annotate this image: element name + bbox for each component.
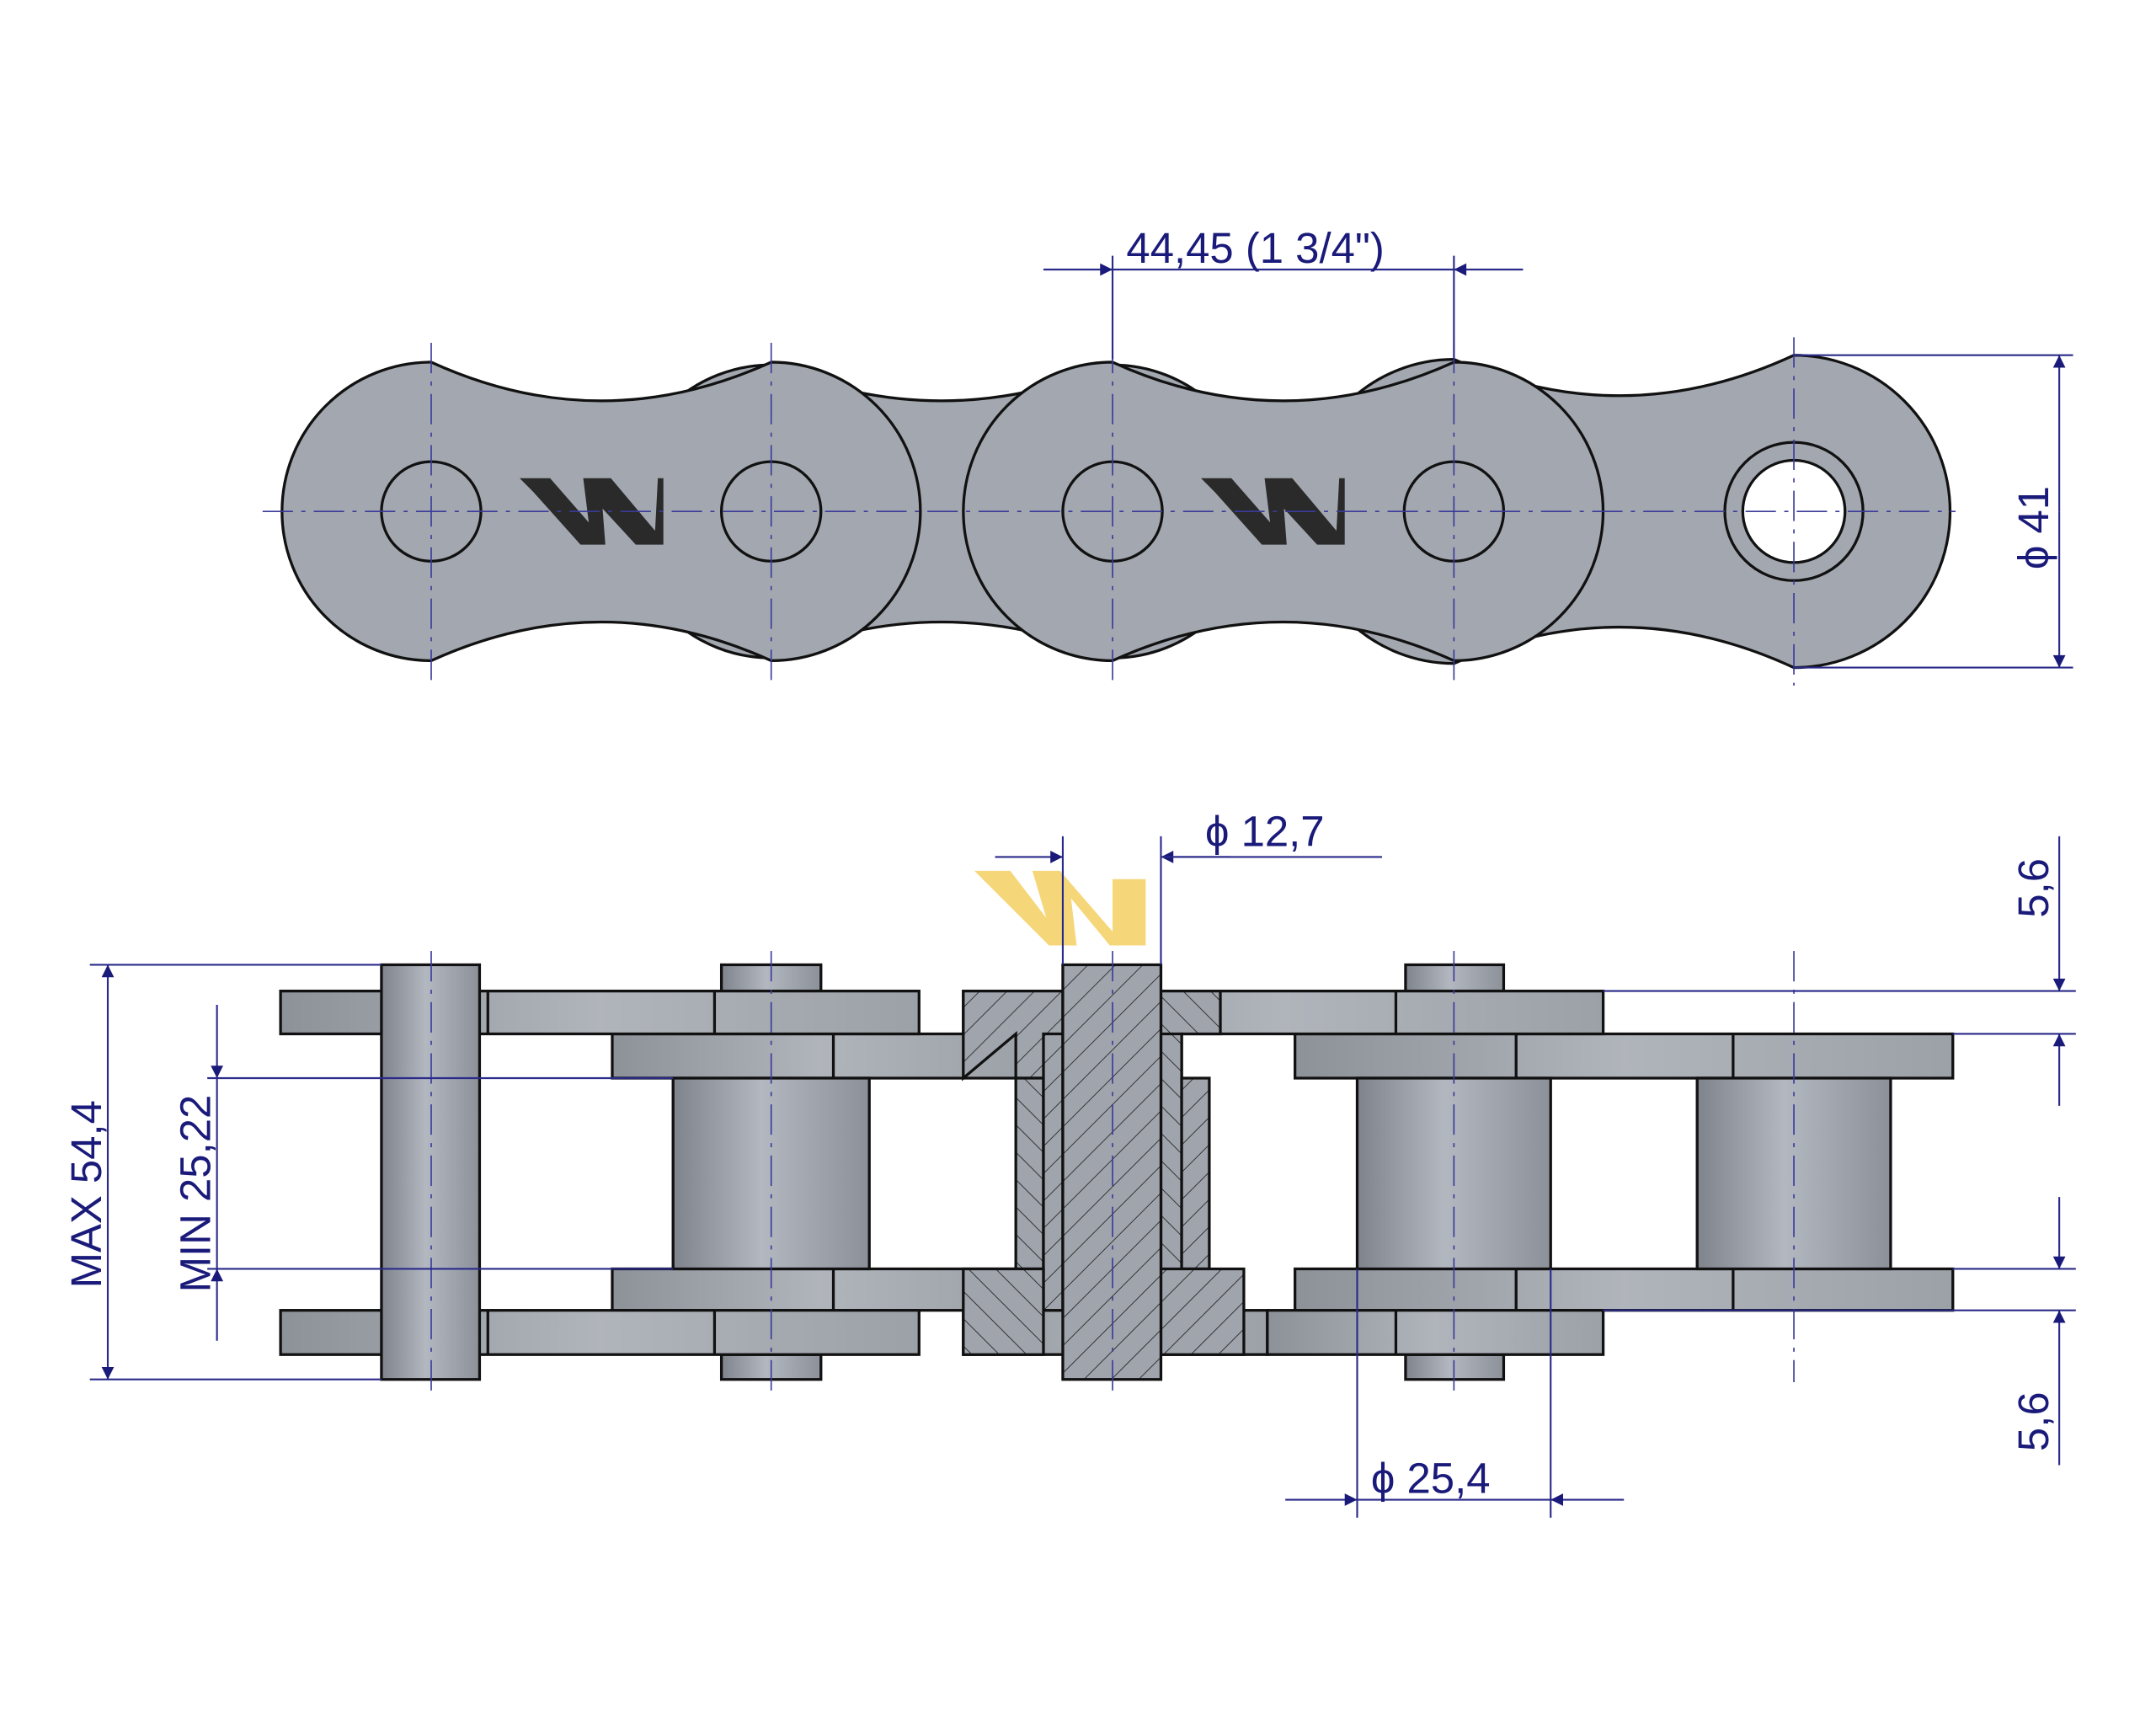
plate-thickness-top-label: 5,6 [2009,858,2057,918]
outer-plate [279,1309,921,1356]
inner-plate [1294,1032,1955,1080]
roller-diameter-label: ϕ 25,4 [1371,1454,1491,1502]
w-logo-yellow-icon [974,870,1146,946]
inner-plate [1294,1267,1955,1312]
outer-plate [1266,1309,1605,1356]
sectioned-link [962,963,1246,1381]
pitch-label: 44,45 (1 3/4") [1126,224,1384,272]
plate-height-dimension: ϕ 41 [1794,354,2073,669]
side-view: ϕ 12,7 ϕ 25,4 MAX 54,4 MIN 25,22 [62,807,2076,1518]
pin-diameter-label: ϕ 12,7 [1205,807,1325,855]
max-width-dimension: MAX 54,4 [62,964,382,1381]
max-width-label: MAX 54,4 [62,1100,110,1288]
roller-diameter-dimension: ϕ 25,4 [1285,1268,1625,1518]
plate-height-label: ϕ 41 [2009,486,2057,569]
pin-diameter-dimension: ϕ 12,7 [995,807,1383,965]
min-inner-width-label: MIN 25,22 [171,1095,219,1293]
top-view: 44,45 (1 3/4") ϕ 41 [262,224,2073,686]
min-inner-width-dimension: MIN 25,22 [171,1005,674,1341]
pitch-dimension: 44,45 (1 3/4") [1043,224,1524,360]
plate-thickness-bottom-dimension: 5,6 [1603,1197,2076,1466]
w-logo-icon [1201,478,1345,545]
plate-thickness-top-dimension: 5,6 [1603,836,2076,1106]
plate-thickness-bottom-label: 5,6 [2009,1391,2057,1451]
